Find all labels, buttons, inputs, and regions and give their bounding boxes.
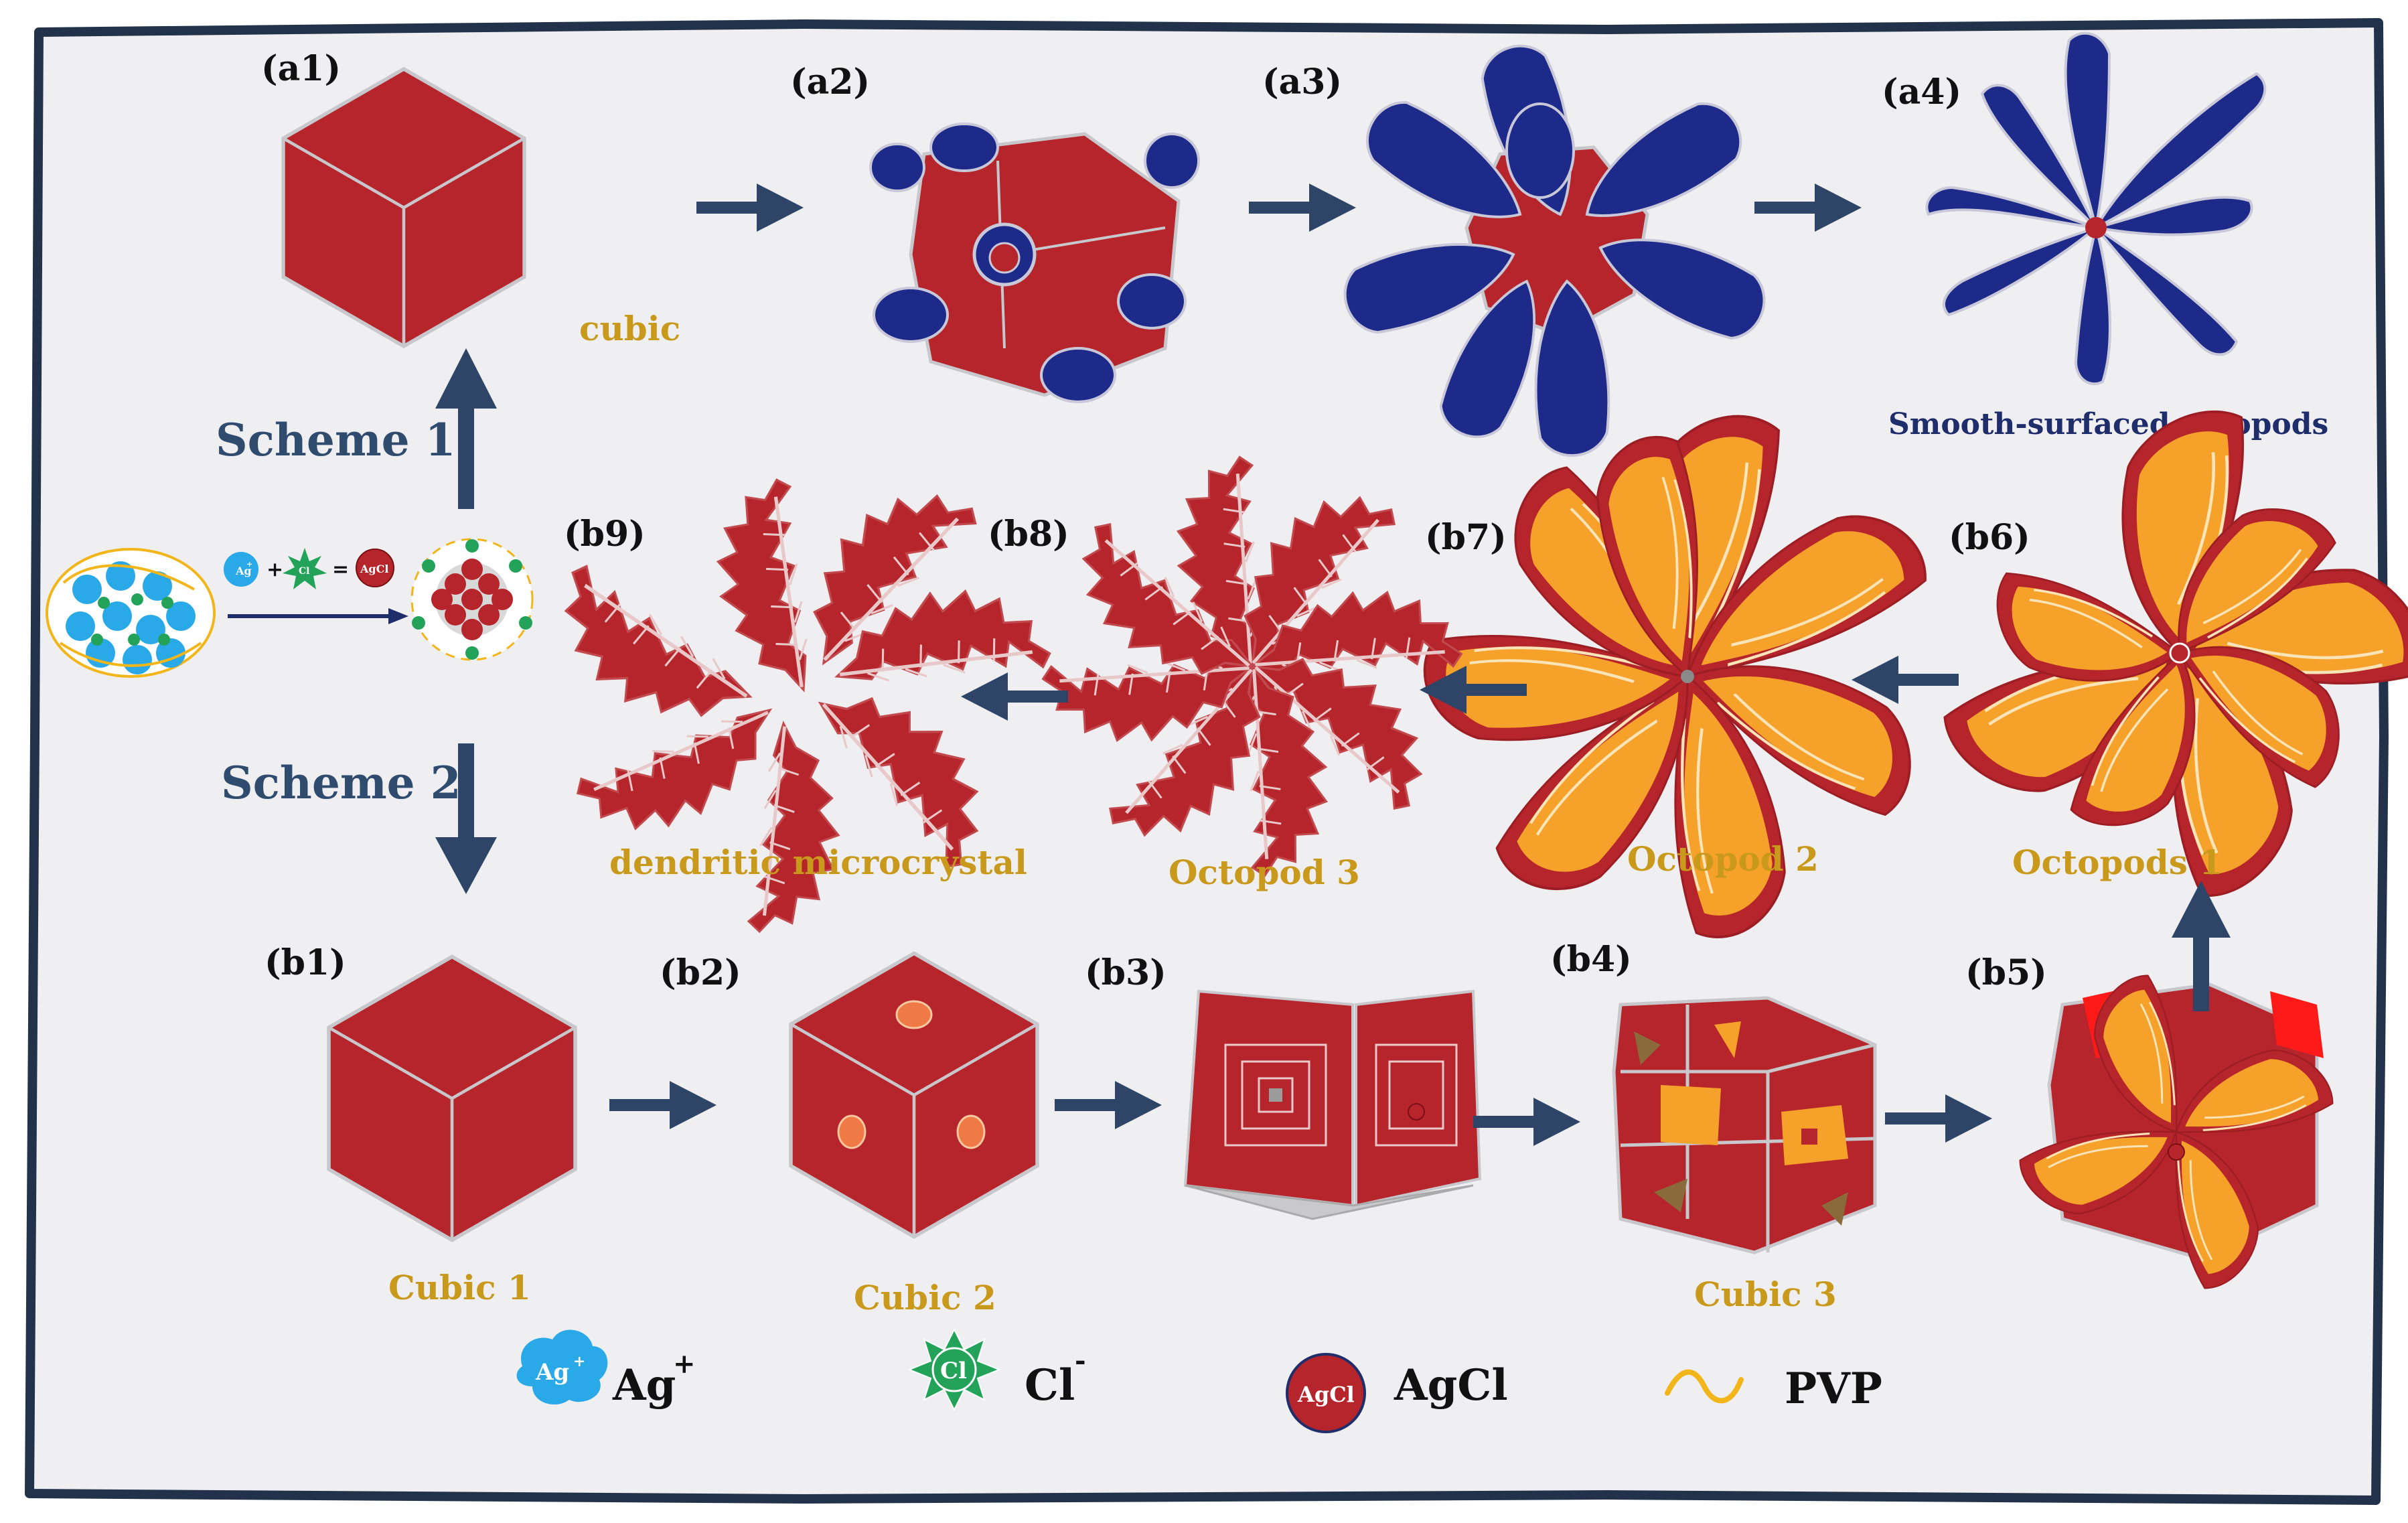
panel-label-a4: (a4) xyxy=(1882,72,1961,113)
cube-b3 xyxy=(1183,989,1482,1220)
caption-b2: Cubic 2 xyxy=(854,1278,996,1317)
octopod-a3 xyxy=(1334,35,1777,460)
panel-label-a2: (a2) xyxy=(790,62,870,102)
pvp-icon xyxy=(1665,1369,1744,1404)
panel-label-b6: (b6) xyxy=(1949,517,2030,558)
ag-ion-icon xyxy=(516,1329,608,1405)
octopod-b7 xyxy=(1413,409,1940,952)
agcl-icon xyxy=(1286,1353,1366,1433)
caption-b9: dendritic microcrystal xyxy=(609,843,1027,882)
arrow-up-icon xyxy=(435,348,497,509)
reaction-equals: = xyxy=(332,558,349,581)
scheme-1-label: Scheme 1 xyxy=(216,414,456,466)
octopod-b6 xyxy=(1932,399,2408,911)
reaction-equation: Ag + + Cl = AgCl xyxy=(224,548,394,589)
precursor-cluster xyxy=(46,548,216,678)
legend-ag-charge: + xyxy=(673,1348,696,1380)
legend-agcl-icon-text: AgCl xyxy=(1297,1382,1355,1407)
legend-cl-icon-text: Cl xyxy=(940,1358,967,1384)
reaction-cl: Cl xyxy=(299,566,309,577)
caption-b8: Octopod 3 xyxy=(1169,853,1360,892)
cube-b2 xyxy=(791,953,1037,1236)
panel-label-b5: (b5) xyxy=(1965,952,2047,993)
panel-label-b9: (b9) xyxy=(564,514,646,555)
reaction-agcl: AgCl xyxy=(360,563,388,575)
crystal-b5 xyxy=(2010,965,2343,1299)
panel-label-b7: (b7) xyxy=(1425,517,1507,558)
reaction-ag-charge: + xyxy=(246,560,252,569)
reaction-ag: Ag xyxy=(235,565,252,577)
arrow-up-icon xyxy=(2172,881,2231,1011)
legend-cl: Cl xyxy=(1025,1360,1075,1410)
panel-label-b1: (b1) xyxy=(265,942,346,983)
caption-b7: Octopod 2 xyxy=(1627,839,1819,879)
panel-label-a1: (a1) xyxy=(261,48,341,89)
legend-cl-charge: - xyxy=(1075,1345,1086,1376)
arrow-right-icon xyxy=(228,608,408,624)
scheme-2-label: Scheme 2 xyxy=(221,757,461,809)
legend-agcl: AgCl xyxy=(1394,1360,1508,1410)
panel-label-b8: (b8) xyxy=(988,514,1069,555)
cl-ion-icon xyxy=(283,548,327,589)
crystal-a2 xyxy=(869,123,1200,403)
panel-label-b4: (b4) xyxy=(1550,939,1632,980)
legend-ag: Ag xyxy=(612,1360,676,1410)
caption-b1: Cubic 1 xyxy=(388,1268,531,1307)
legend-pvp: PVP xyxy=(1785,1364,1882,1414)
ag-ion-icon xyxy=(224,552,258,587)
caption-b6: Octopods 1 xyxy=(2012,843,2223,882)
caption-a4: Smooth-surfaced octopods xyxy=(1888,407,2328,441)
legend-ag-icon-text: Ag xyxy=(535,1359,569,1386)
cube-b4 xyxy=(1612,996,1877,1254)
panel-label-b2: (b2) xyxy=(660,952,741,993)
caption-b4: Cubic 3 xyxy=(1694,1275,1837,1314)
agcl-nucleus xyxy=(410,538,534,661)
caption-a1: cubic xyxy=(579,309,680,348)
arrow-down-icon xyxy=(435,743,497,894)
legend: Ag + Ag + Cl Cl - AgCl AgCl PVP xyxy=(516,1327,1882,1433)
reaction-plus: + xyxy=(267,558,283,581)
octopod-a4 xyxy=(1925,31,2267,386)
legend-ag-icon-charge: + xyxy=(573,1353,585,1370)
panel-label-a3: (a3) xyxy=(1262,62,1342,102)
panel-label-b3: (b3) xyxy=(1085,952,1167,993)
agcl-icon xyxy=(356,549,394,587)
